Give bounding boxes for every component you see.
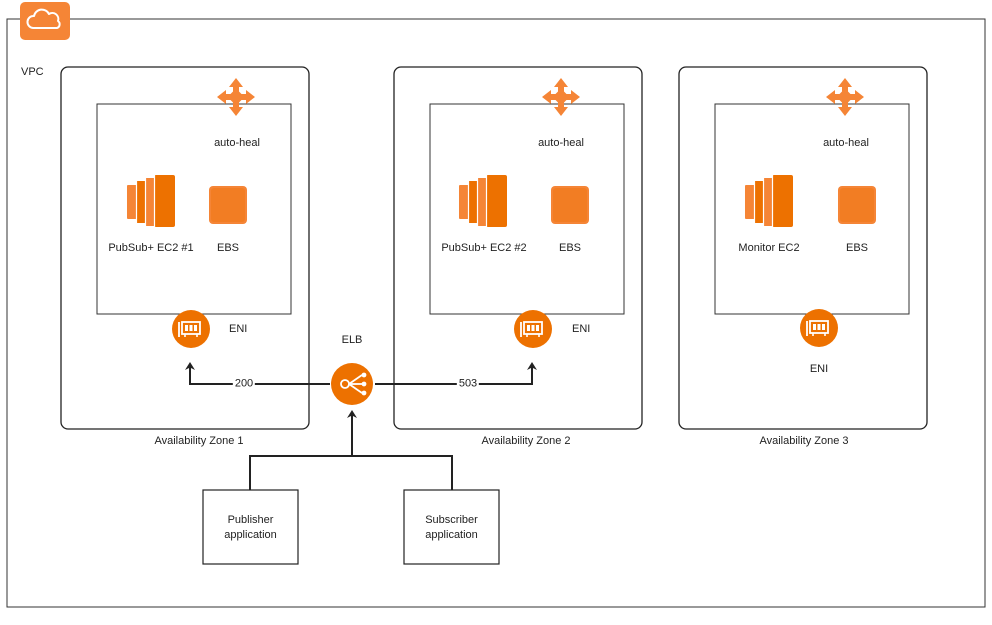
- availability-zone-label: Availability Zone 1: [154, 435, 244, 447]
- auto-heal-label: auto-heal: [214, 137, 260, 149]
- auto-heal-group-3: [714, 103, 910, 315]
- edge-status-zone2: 503: [456, 377, 480, 391]
- eni-label: ENI: [809, 363, 829, 375]
- subscriber-label-line1: Subscriber: [425, 514, 478, 526]
- availability-zone-2-frame: [393, 66, 643, 430]
- elb-label: ELB: [341, 334, 363, 346]
- availability-zone-label: Availability Zone 2: [481, 435, 571, 447]
- availability-zone-label: Availability Zone 3: [759, 435, 849, 447]
- publisher-label-line1: Publisher: [227, 514, 274, 526]
- subscriber-application-label: Subscriber application: [404, 513, 499, 543]
- clients-bus-connector: [249, 455, 453, 490]
- auto-scaling-arrows-icon: [542, 78, 580, 116]
- ec2-instance-icon: [459, 175, 507, 227]
- vpc-label: VPC: [21, 66, 44, 78]
- eni-label: ENI: [572, 323, 591, 335]
- ec2-label: Monitor EC2: [738, 242, 800, 254]
- network-interface-icon: [799, 308, 839, 348]
- availability-zone-3-frame: [678, 66, 928, 430]
- network-interface-icon: [171, 309, 211, 349]
- auto-heal-label: auto-heal: [538, 137, 584, 149]
- subscriber-application-box: [403, 489, 500, 565]
- load-balancer-icon: [330, 362, 374, 406]
- ebs-volume-icon: [551, 186, 589, 224]
- ec2-instance-icon: [127, 175, 175, 227]
- ebs-label: EBS: [216, 242, 240, 254]
- auto-heal-group-1: [96, 103, 292, 315]
- availability-zone-1-frame: [60, 66, 310, 430]
- ebs-label: EBS: [558, 242, 582, 254]
- ec2-label: PubSub+ EC2 #2: [441, 242, 527, 254]
- ebs-label: EBS: [845, 242, 869, 254]
- eni-label: ENI: [229, 323, 248, 335]
- ec2-label: PubSub+ EC2 #1: [108, 242, 194, 254]
- auto-heal-label: auto-heal: [823, 137, 869, 149]
- auto-scaling-arrows-icon: [826, 78, 864, 116]
- vpc-boundary: [6, 18, 986, 608]
- ebs-volume-icon: [209, 186, 247, 224]
- publisher-label-line2: application: [224, 529, 277, 541]
- ec2-instance-icon: [745, 175, 793, 227]
- publisher-application-box: [202, 489, 299, 565]
- cloud-icon: [20, 2, 70, 40]
- network-interface-icon: [513, 309, 553, 349]
- subscriber-label-line2: application: [425, 529, 478, 541]
- publisher-application-label: Publisher application: [203, 513, 298, 543]
- ebs-volume-icon: [838, 186, 876, 224]
- edge-status-zone1: 200: [232, 377, 256, 391]
- elb-to-zone2-connector: [375, 362, 537, 385]
- auto-scaling-arrows-icon: [217, 78, 255, 116]
- elb-to-zone1-connector: [185, 362, 330, 385]
